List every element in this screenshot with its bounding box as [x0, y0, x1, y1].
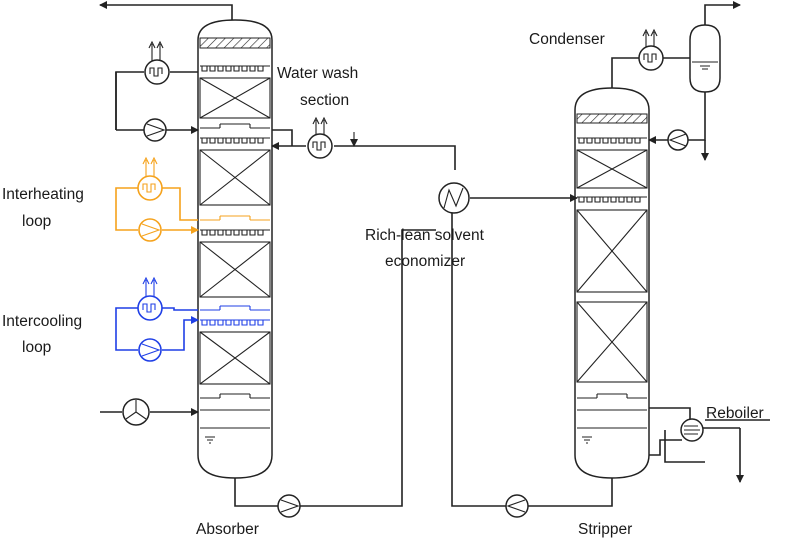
absorber-packing-1: [199, 77, 271, 119]
absorber-column: [197, 19, 273, 479]
label-condenser: Condenser: [529, 31, 605, 48]
label-water-wash: Water wash: [277, 65, 358, 82]
piping: [99, 1, 770, 507]
label-interheating: Interheating: [2, 186, 84, 203]
pump-icon: [505, 494, 529, 518]
reboiler-icon: [680, 418, 704, 442]
absorber-packing-3: [199, 241, 271, 298]
pump-icon: [143, 118, 167, 142]
label-intercooling-loop: loop: [22, 339, 51, 356]
label-economizer: Rich-lean solvent: [365, 227, 485, 244]
pump-icon: [277, 494, 301, 518]
pump-icon: [138, 338, 162, 362]
label-interheating-loop: loop: [22, 213, 51, 230]
heat-exchanger-icon: [638, 45, 664, 71]
label-economizer-2: economizer: [385, 253, 465, 270]
stripper-column: [574, 87, 650, 479]
heat-exchanger-icon: [307, 133, 333, 159]
heat-exchanger-icon: [137, 295, 163, 321]
label-reboiler: Reboiler: [706, 405, 764, 422]
reflux-drum: [689, 24, 721, 93]
interheating-loop: [115, 156, 199, 234]
blower-icon: [122, 398, 150, 426]
heat-exchanger-icon: [137, 175, 163, 201]
intercooling-loop: [115, 276, 199, 351]
label-intercooling: Intercooling: [2, 313, 82, 330]
pump-icon: [667, 129, 689, 151]
heat-exchanger-icon: [144, 59, 170, 85]
absorber-packing-2: [199, 149, 271, 206]
label-absorber: Absorber: [196, 521, 259, 538]
pump-icon: [138, 218, 162, 242]
label-stripper: Stripper: [578, 521, 632, 538]
label-water-wash-section: section: [300, 92, 349, 109]
economizer-icon: [438, 182, 470, 214]
absorber-packing-4: [199, 331, 271, 385]
